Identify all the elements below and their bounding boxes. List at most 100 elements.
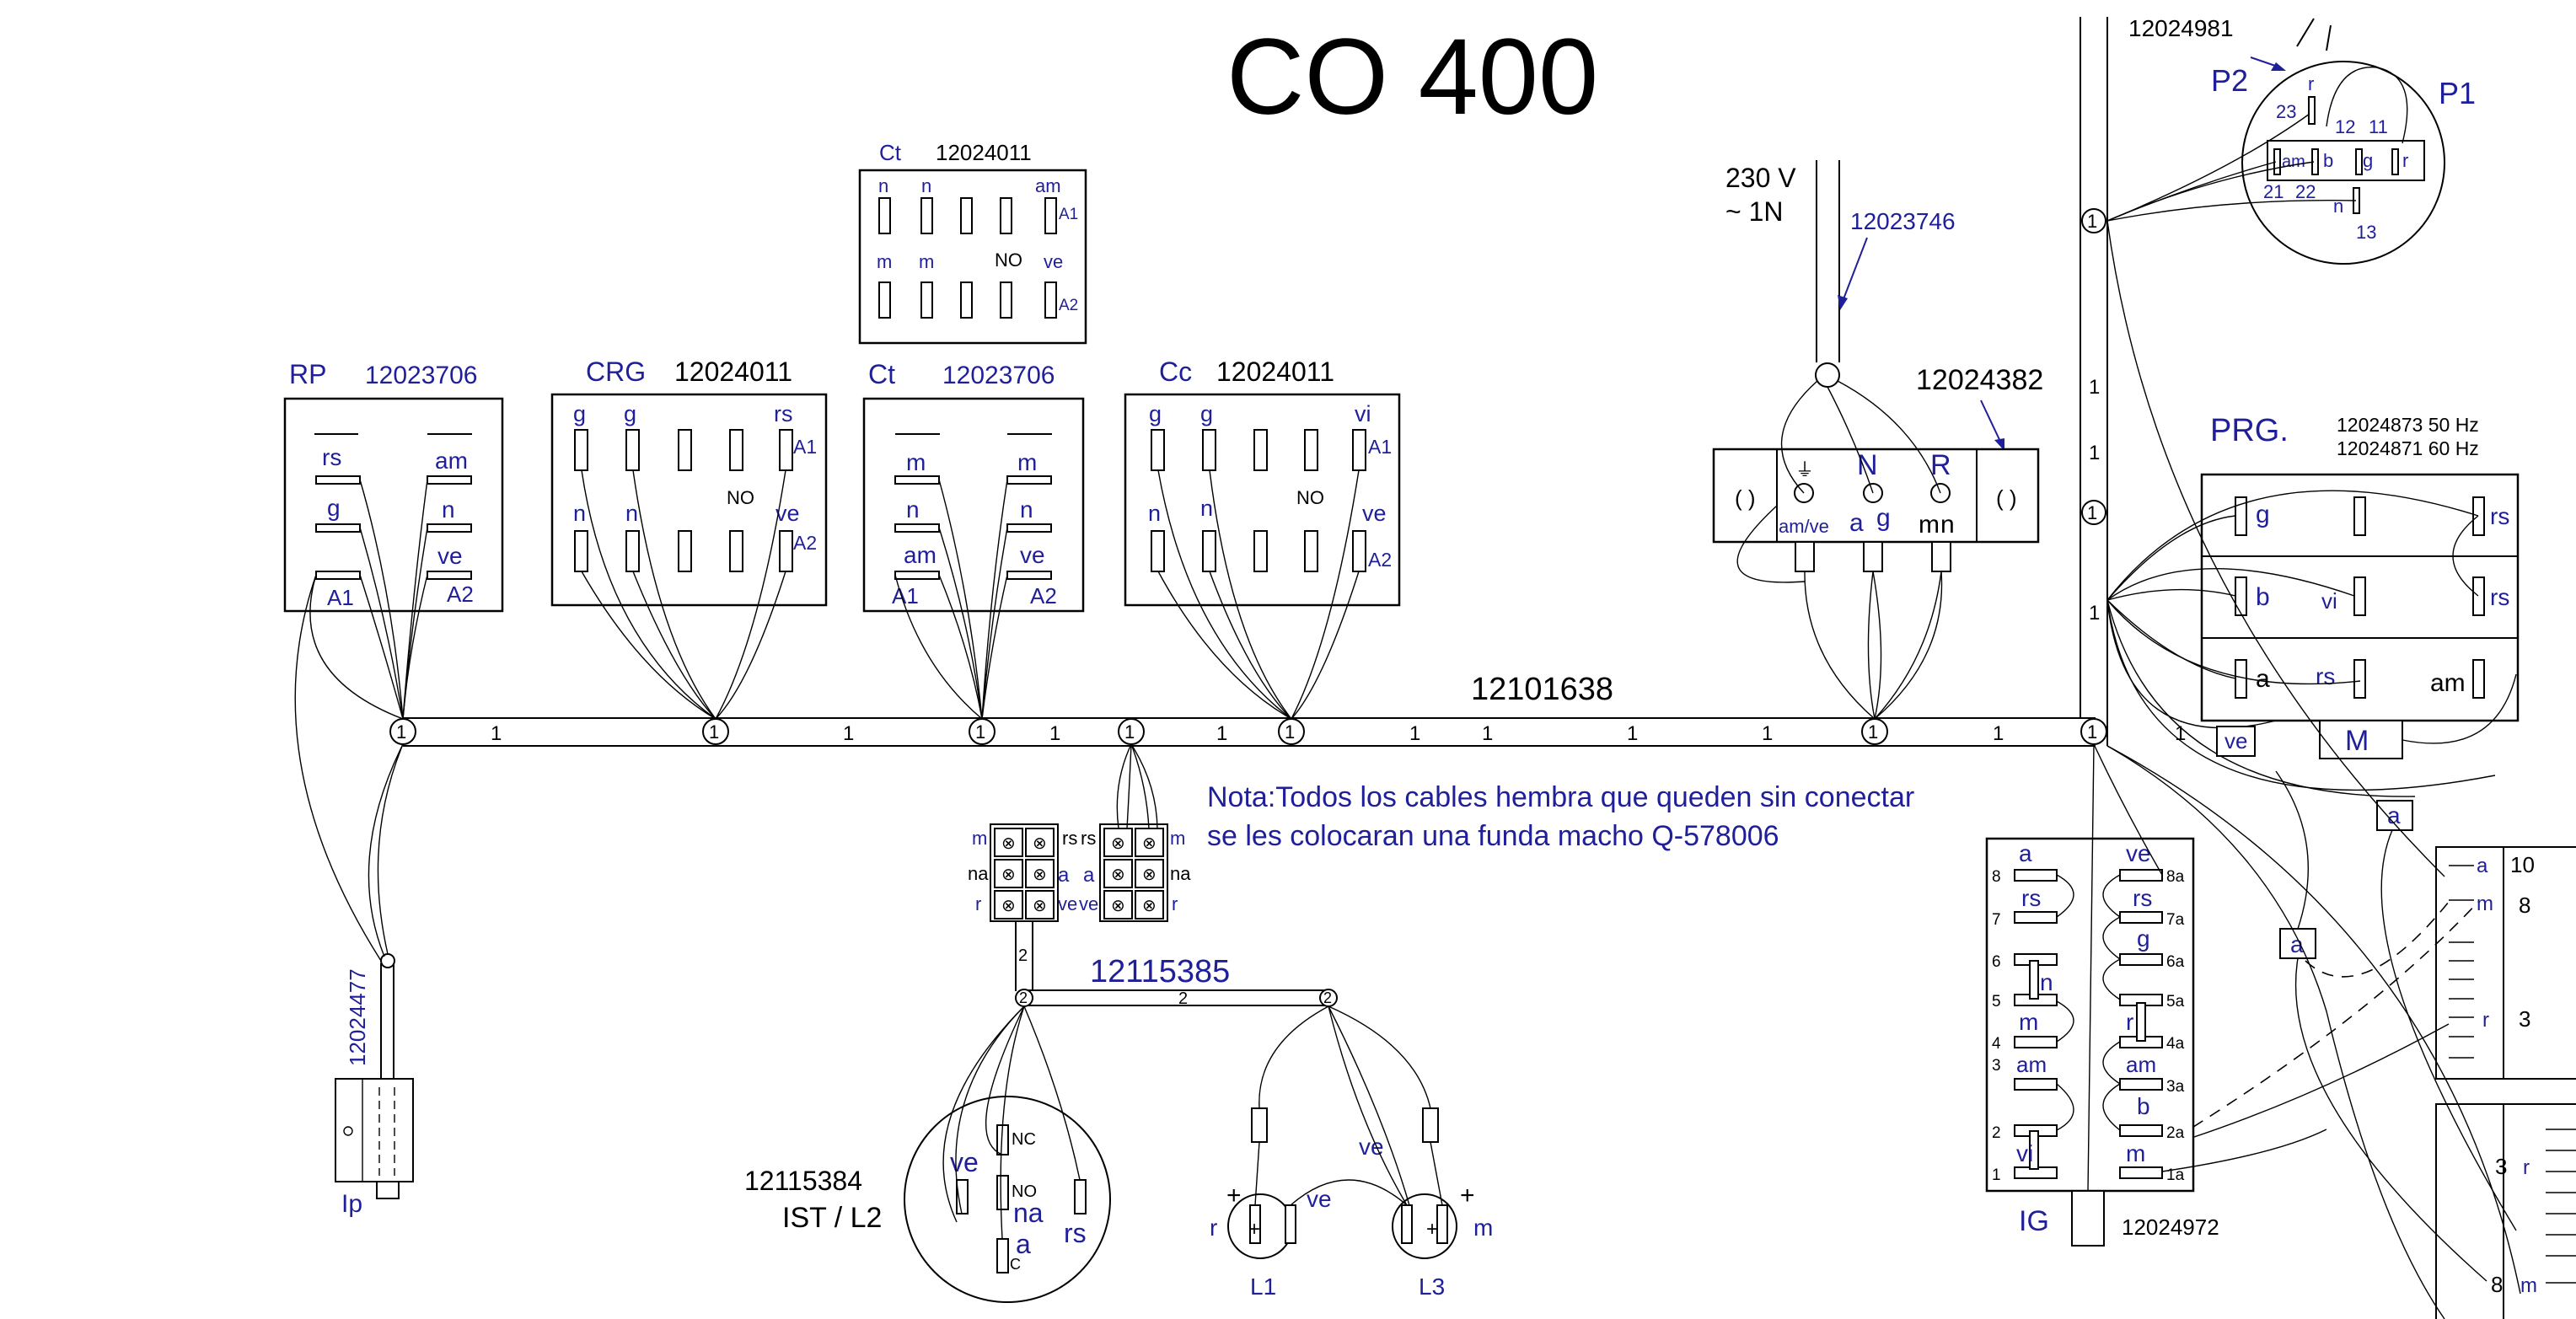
svg-text:⊗: ⊗ <box>1033 834 1047 853</box>
svg-text:4: 4 <box>1992 1035 2001 1053</box>
svg-text:2: 2 <box>1018 946 1028 965</box>
svg-text:n: n <box>1940 511 1955 539</box>
svg-text:rs: rs <box>1062 828 1077 849</box>
svg-text:3: 3 <box>2519 1006 2530 1032</box>
svg-text:12024873 50 Hz: 12024873 50 Hz <box>2337 414 2479 436</box>
svg-text:IST / L2: IST / L2 <box>782 1202 882 1234</box>
svg-text:na: na <box>1170 863 1191 884</box>
svg-text:a: a <box>1058 864 1070 887</box>
bottom-right-wires <box>2106 220 2521 1319</box>
main-bus <box>403 17 2108 747</box>
svg-text:11: 11 <box>2369 116 2388 137</box>
svg-text:A2: A2 <box>1059 297 1078 314</box>
svg-text:na: na <box>968 863 989 884</box>
svg-text:12024382: 12024382 <box>1916 364 2043 396</box>
svg-text:Ip: Ip <box>341 1190 362 1218</box>
svg-text:13: 13 <box>2356 222 2376 243</box>
svg-text:am: am <box>1035 175 1061 196</box>
dashed-wires <box>2140 901 2479 1160</box>
lamp-wires <box>1254 1005 1443 1206</box>
svg-text:1: 1 <box>1124 721 1135 743</box>
svg-text:C: C <box>1010 1256 1021 1273</box>
ig-switch: IG 12024972 8 7 6 5 4 3 2 1 8a 7a 6a 5a … <box>1985 837 2219 1247</box>
svg-text:PRG.: PRG. <box>2210 413 2289 448</box>
ist-switch: 12115384 IST / L2 ve NC NO na a C rs <box>744 1096 1111 1303</box>
svg-text:n: n <box>442 496 455 523</box>
svg-text:a: a <box>2256 665 2270 693</box>
svg-text:12024011: 12024011 <box>1216 357 1334 387</box>
svg-text:m: m <box>1473 1214 1493 1241</box>
svg-text:n: n <box>1020 496 1033 523</box>
svg-text:ve: ve <box>2126 840 2151 866</box>
svg-text:2: 2 <box>1019 989 1028 1006</box>
svg-text:ve: ve <box>775 501 800 526</box>
svg-text:g: g <box>1200 401 1213 426</box>
crg-wires <box>581 469 786 720</box>
svg-text:21: 21 <box>2263 181 2284 202</box>
svg-text:12024011: 12024011 <box>936 140 1032 165</box>
svg-text:ve: ve <box>1079 893 1098 914</box>
svg-text:12115384: 12115384 <box>744 1166 862 1196</box>
svg-text:rs: rs <box>322 444 341 470</box>
ig-wires <box>2056 743 2327 1192</box>
svg-text:L1: L1 <box>1250 1273 1276 1300</box>
svg-text:1: 1 <box>843 722 854 745</box>
svg-text:R: R <box>1930 449 1951 481</box>
svg-text:a: a <box>1016 1229 1031 1259</box>
svg-text:1: 1 <box>1868 721 1878 743</box>
svg-text:am: am <box>2126 1052 2156 1077</box>
note-line-2: se les colocaran una funda macho Q-57800… <box>1207 820 1779 852</box>
svg-text:2: 2 <box>1992 1124 2001 1142</box>
svg-text:7a: 7a <box>2166 911 2185 929</box>
lamp-l3: + + m L3 <box>1392 1107 1493 1300</box>
svg-text:n: n <box>2040 969 2053 995</box>
svg-text:rs: rs <box>1064 1218 1087 1248</box>
side-component-top: 10 8 3 a m r <box>2435 846 2576 1080</box>
svg-text:m: m <box>2019 1009 2038 1035</box>
cc-wires <box>1157 469 1360 720</box>
ig-right-nums: 8a 7a 6a 5a 4a 3a 2a 1a <box>2166 868 2185 1184</box>
svg-text:IG: IG <box>2019 1205 2049 1237</box>
svg-text:m: m <box>1170 828 1185 849</box>
svg-text:12024981: 12024981 <box>2128 15 2234 41</box>
svg-text:b: b <box>2256 583 2270 611</box>
svg-text:⊗: ⊗ <box>1111 834 1125 853</box>
p-switch-wires <box>2106 113 2357 222</box>
svg-text:23: 23 <box>2276 101 2296 122</box>
svg-text:6: 6 <box>1992 953 2001 971</box>
svg-text:A2: A2 <box>447 582 474 607</box>
svg-text:⊗: ⊗ <box>1142 866 1157 884</box>
svg-text:na: na <box>1013 1198 1044 1228</box>
terminal-block: 12024382 ( ) ( ) ⏚ N R am/ve a g m n <box>1712 364 2043 572</box>
svg-text:12115385: 12115385 <box>1090 954 1230 989</box>
diagram-title: CO 400 <box>1226 17 1598 137</box>
crg-contactor: CRG 12024011 g g rs A1 n n ve A2 NO <box>550 357 828 607</box>
prg-wires <box>2106 490 2517 797</box>
svg-text:vi: vi <box>2016 1140 2033 1166</box>
svg-text:A2: A2 <box>793 532 817 554</box>
svg-text:m: m <box>919 251 934 272</box>
svg-text:NO: NO <box>995 249 1022 271</box>
connector-left: ⊗⊗ ⊗⊗ ⊗⊗ m rs na a r ve <box>968 823 1077 922</box>
bus-part-number: 12101638 <box>1471 672 1613 707</box>
svg-text:⏚: ⏚ <box>1795 459 1814 480</box>
svg-text:CRG: CRG <box>586 357 646 387</box>
svg-text:am/ve: am/ve <box>1779 516 1829 537</box>
svg-text:rs: rs <box>2133 885 2152 911</box>
svg-text:1: 1 <box>2087 721 2097 743</box>
svg-text:1: 1 <box>2087 211 2097 232</box>
svg-text:8a: 8a <box>2166 868 2185 886</box>
svg-text:( ): ( ) <box>1735 485 1756 511</box>
svg-text:rs: rs <box>2490 503 2509 529</box>
connector-wires <box>1116 743 1158 829</box>
svg-text:1: 1 <box>2089 376 2100 399</box>
svg-text:n: n <box>1200 496 1213 521</box>
svg-text:⊗: ⊗ <box>1111 866 1125 884</box>
svg-text:am: am <box>904 542 936 568</box>
svg-text:Ct: Ct <box>868 359 895 389</box>
svg-text:NO: NO <box>727 487 754 508</box>
svg-text:NO: NO <box>1012 1182 1037 1201</box>
svg-text:b: b <box>2323 150 2333 171</box>
svg-text:12024477: 12024477 <box>345 968 370 1066</box>
